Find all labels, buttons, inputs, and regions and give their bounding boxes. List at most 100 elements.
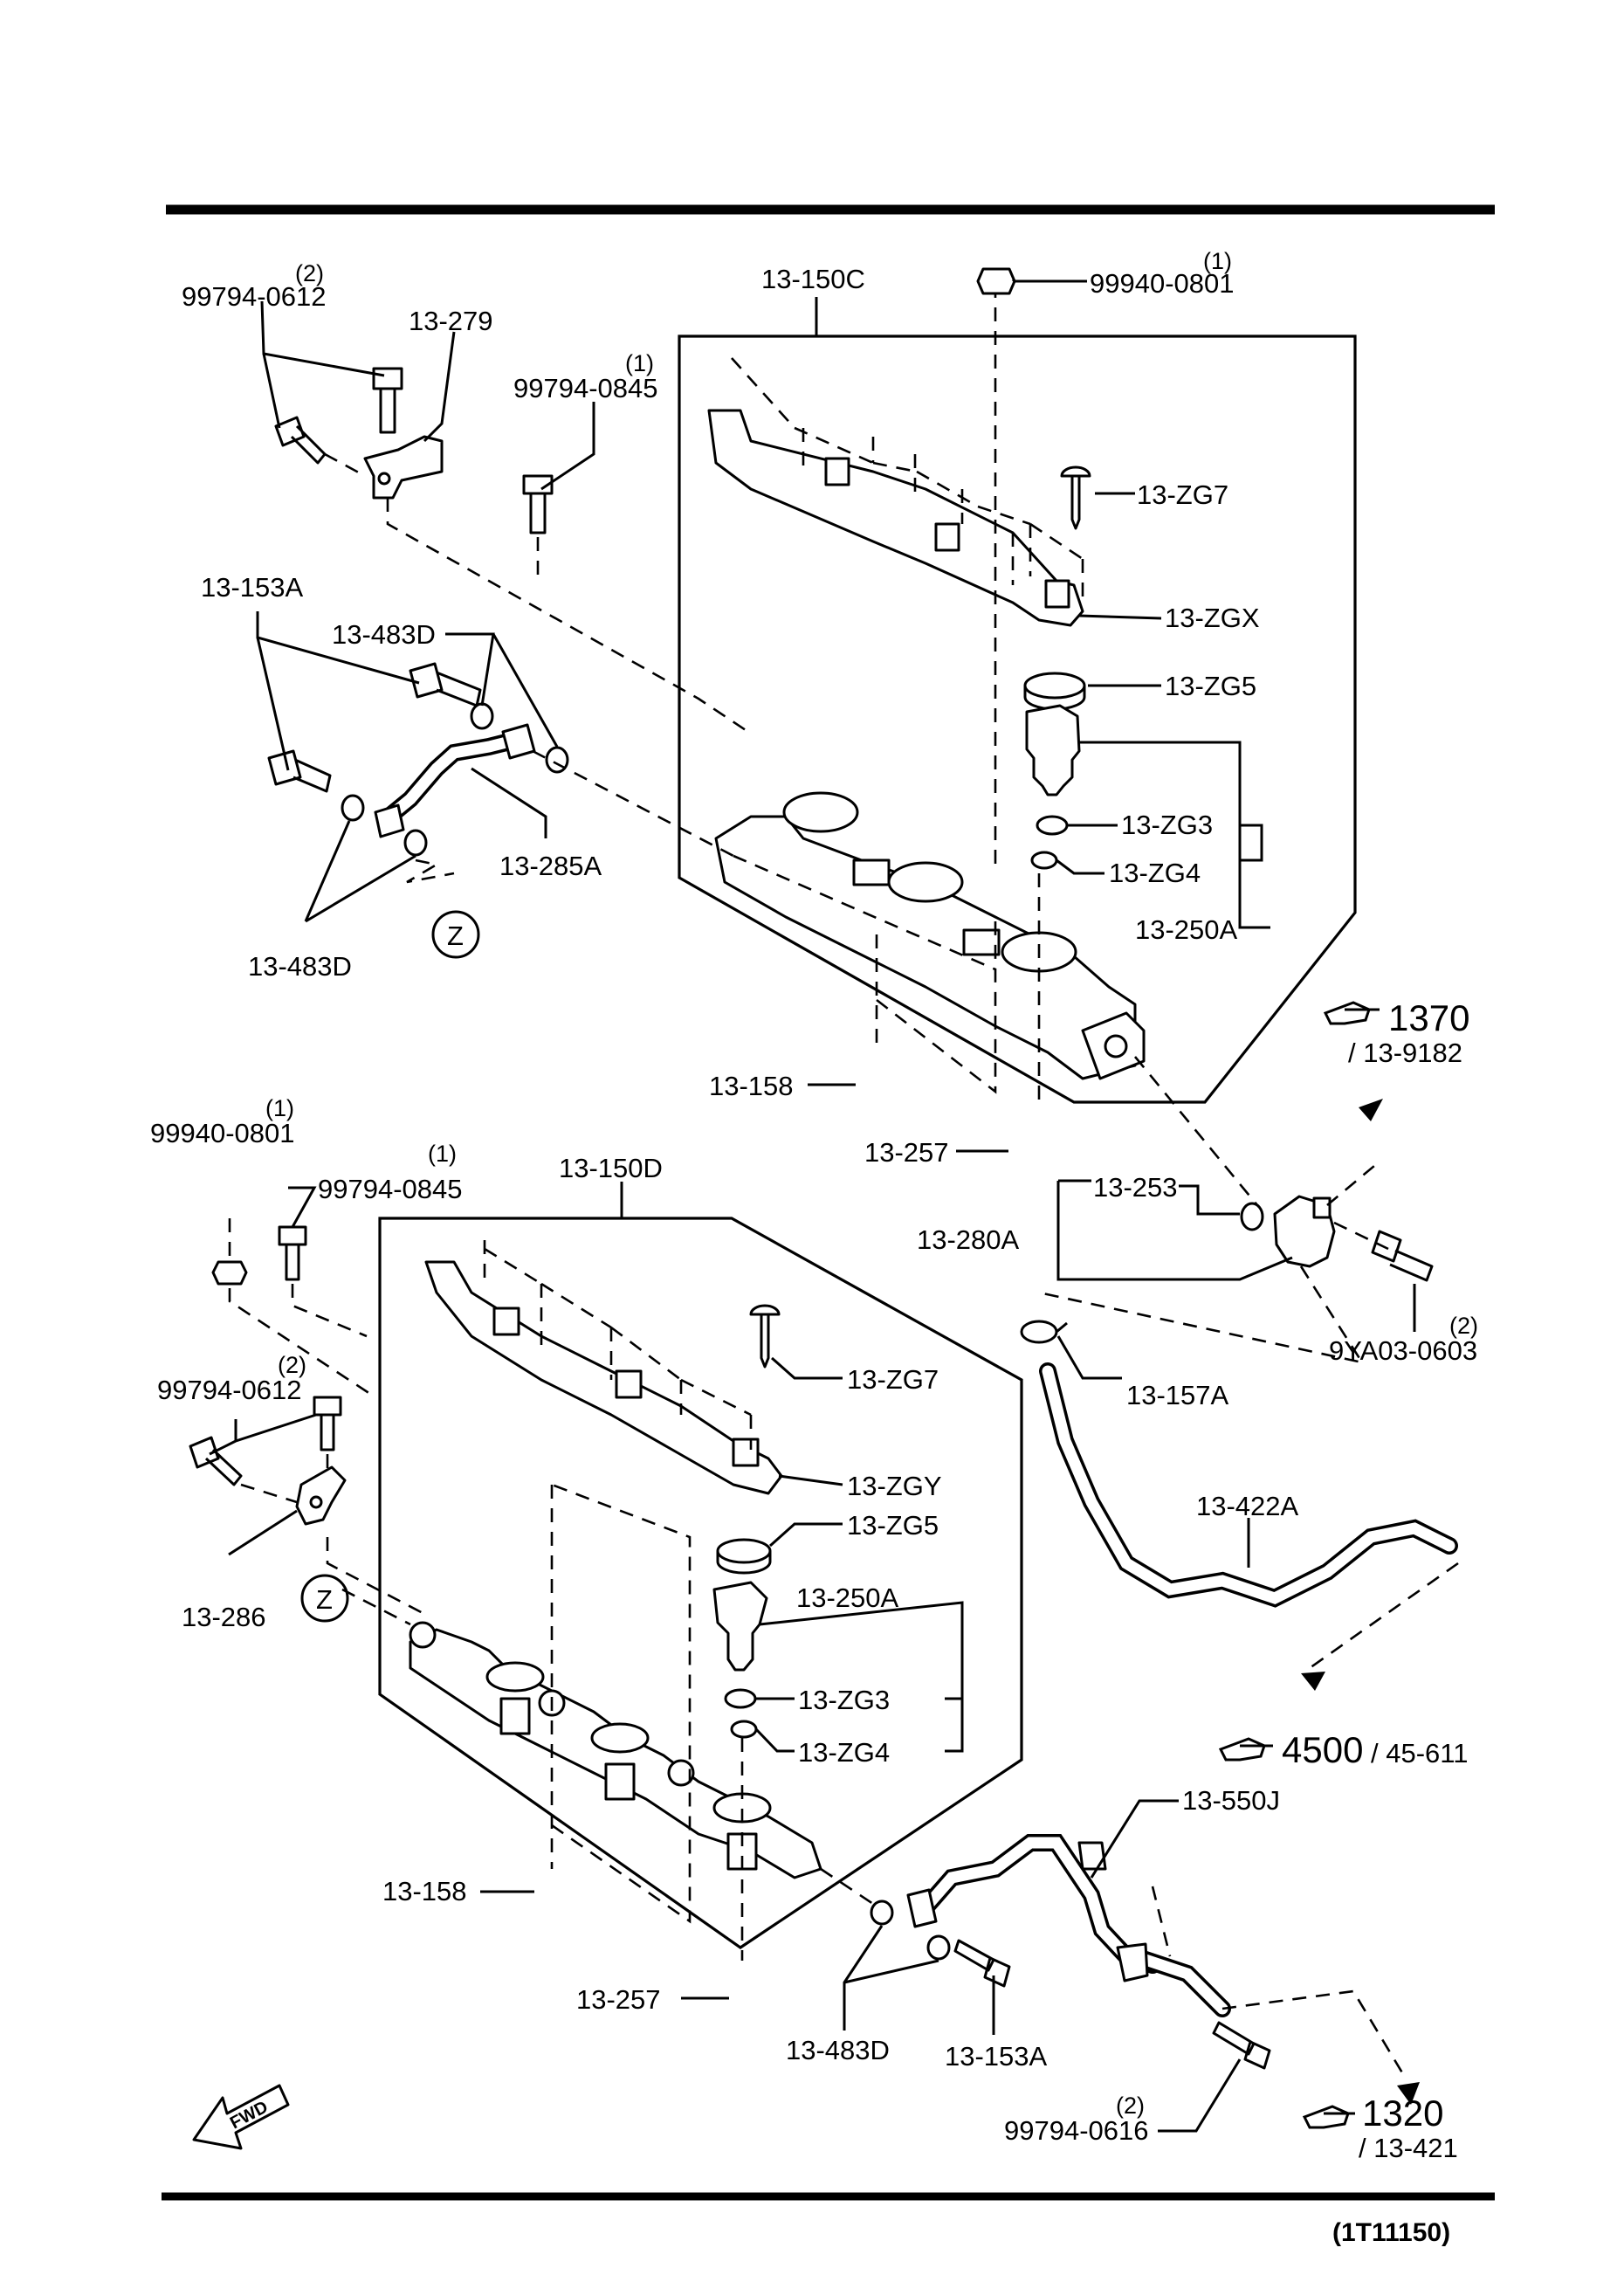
upper-rail-plug-2 (962, 928, 1001, 956)
upper-bracket (363, 435, 444, 500)
leader-return-bolt (1158, 2058, 1242, 2133)
upper-fuel-pipe-inner (380, 736, 513, 825)
upper-oring-a (1036, 815, 1069, 836)
upper-injector (1025, 704, 1081, 796)
lower-bracket-bolt-1 (313, 1396, 342, 1451)
lower-harness-connector-1 (492, 1307, 520, 1336)
lower-bracket-dash (240, 1454, 429, 1617)
hand-icon (1218, 1737, 1273, 1762)
label-upper-oring-b: 13-ZG4 (1109, 858, 1201, 888)
label-return-banjo: 13-153A (945, 2041, 1048, 2072)
leader-return-gasket (843, 1925, 939, 2031)
upper-fuel-rail (714, 815, 1137, 1080)
lower-screw (749, 1304, 781, 1369)
label-upper-injector: 13-250A (1135, 914, 1238, 945)
label-lower-screw: 13-ZG7 (847, 1364, 939, 1395)
label-upper-insulator: 13-ZG5 (1165, 671, 1256, 701)
label-upper-nut-qty: (1) (1203, 248, 1232, 274)
leader-upper-banjo (256, 611, 420, 771)
label-lower-oring-a: 13-ZG3 (798, 1685, 890, 1715)
leader-regulator-oring (1179, 1184, 1240, 1216)
leader-upper-gasket-top (445, 632, 559, 748)
return-bolt (1212, 2021, 1271, 2070)
upper-gasket-3 (341, 794, 365, 822)
upper-banjo-bolt-1 (409, 662, 482, 707)
label-upper-gasket-top: 13-483D (332, 619, 436, 650)
label-lower-spacer: 13-158 (382, 1876, 467, 1906)
hand-icon (1302, 2105, 1355, 2129)
hand-icon (1323, 1001, 1380, 1025)
label-return-ref-sub: / 13-421 (1359, 2133, 1458, 2163)
lower-fuel-rail (409, 1628, 822, 1879)
label-lower-harness: 13-ZGY (847, 1471, 942, 1501)
label-lower-rail-bolt: 99794-0845 (318, 1174, 463, 1204)
return-gasket-1 (870, 1900, 894, 1926)
upper-harness-guides (731, 357, 1084, 603)
upper-gasket-1 (470, 702, 494, 730)
upper-zone-circle (431, 910, 480, 959)
label-return-ref-main: 1320 (1362, 2093, 1443, 2134)
return-pipe-fitting (906, 1888, 938, 1928)
label-hose: 13-422A (1196, 1491, 1299, 1521)
label-regulator-oring: 13-253 (1093, 1172, 1178, 1203)
leader-lower-oring-b (754, 1727, 795, 1753)
lower-oring-a (724, 1688, 757, 1709)
upper-spacer-guide (876, 921, 997, 1094)
upper-assembly-box (678, 334, 1357, 1104)
hand-icon-1370 (1323, 1001, 1380, 1025)
lower-oring-b (730, 1720, 758, 1739)
leader-upper-rail-bolt (540, 402, 595, 491)
return-pipe-group (820, 1834, 1420, 2105)
label-hose-ref-main: 4500 (1282, 1729, 1363, 1770)
label-upper-harness: 13-ZGX (1165, 603, 1260, 633)
lower-harness-connector-2 (615, 1369, 643, 1399)
return-pipe-branch-inner (1129, 1950, 1228, 2015)
leader-regulator-assembly (1056, 1179, 1293, 1281)
upper-harness-connector-1 (824, 457, 850, 486)
vacuum-hose-inner (1042, 1365, 1455, 1605)
leader-upper-nut (1011, 278, 1016, 283)
upper-rail-port-2 (887, 861, 964, 903)
upper-zone-label: Z (447, 920, 464, 951)
leader-lower-bracket-bolt (209, 1413, 317, 1456)
regulator-dash (1038, 1056, 1389, 1364)
upper-bracket-bolt-1 (372, 367, 403, 434)
label-upper-rail-bolt: 99794-0845 (513, 373, 658, 403)
upper-bank (267, 267, 1357, 1104)
upper-insulator (1023, 672, 1086, 711)
regulator-arrow (1359, 1099, 1383, 1121)
label-regulator-bolt-qty: (2) (1449, 1313, 1478, 1339)
upper-banjo-bolt-2 (267, 749, 332, 793)
label-upper-oring-a: 13-ZG3 (1121, 810, 1213, 840)
leader-lower-injector (759, 1601, 964, 1753)
lower-bank (189, 1217, 1023, 1961)
label-lower-oring-b: 13-ZG4 (798, 1737, 890, 1768)
lower-rail-port-1 (485, 1661, 545, 1693)
lower-rail-port-2 (590, 1722, 650, 1754)
leader-upper-harness (1078, 614, 1162, 620)
lower-harness (424, 1260, 783, 1495)
lower-rail-nozzle-2 (604, 1762, 636, 1801)
leader-upper-injector (1079, 741, 1270, 929)
lower-zone-dash (341, 1588, 411, 1626)
leader-lower-harness (778, 1474, 843, 1486)
leader-lines (209, 278, 1416, 2133)
upper-oring-b (1030, 851, 1058, 870)
upper-bracket-hole (377, 472, 391, 486)
leader-lower-screw (771, 1356, 843, 1380)
upper-pipe-dash (406, 749, 996, 971)
lower-bracket-bolt-2 (189, 1436, 243, 1486)
upper-rail-port-1 (782, 791, 859, 833)
label-upper-pipe: 13-285A (499, 851, 602, 881)
label-upper-rail-bolt-qty: (1) (625, 350, 654, 376)
upper-rail-plug-1 (852, 858, 891, 886)
lower-harness-connector-3 (732, 1438, 760, 1467)
upper-harness-connector-2 (934, 522, 960, 552)
fwd-arrow: FWD (192, 2084, 290, 2150)
label-lower-washer: 13-257 (576, 1984, 661, 2015)
leader-upper-oring-bracket (1240, 824, 1263, 862)
leader-upper-oring-b (1056, 858, 1104, 875)
lower-nut (211, 1260, 248, 1286)
upper-nut (976, 267, 1016, 295)
